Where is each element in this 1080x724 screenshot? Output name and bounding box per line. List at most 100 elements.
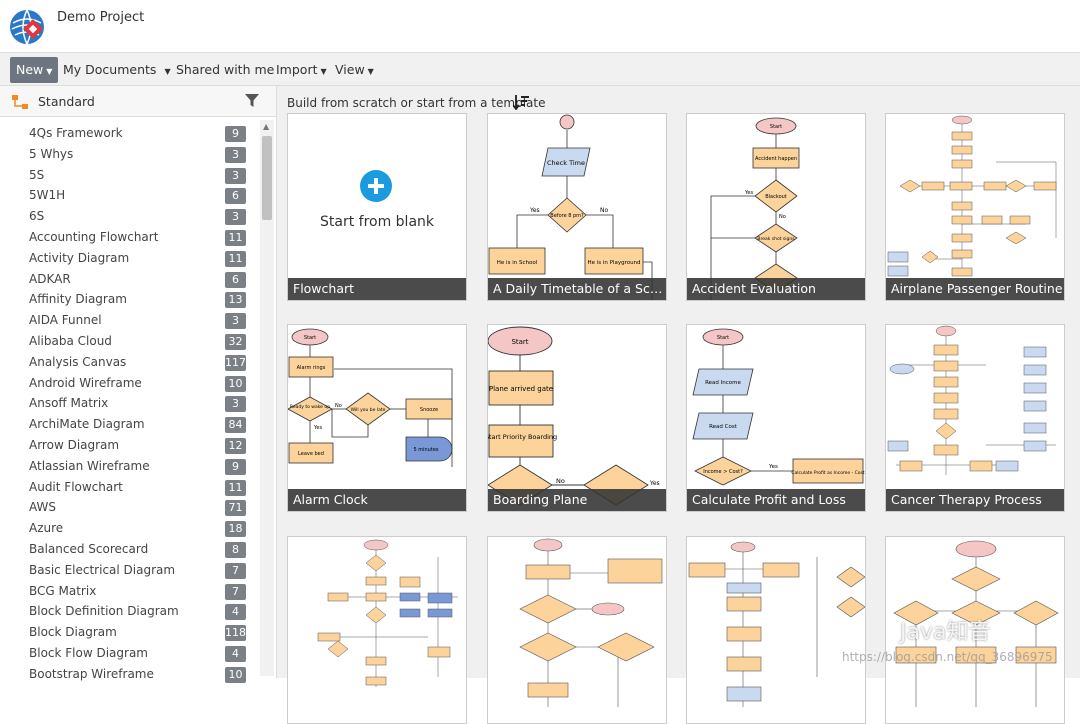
- card-caption: Calculate Profit and Loss: [687, 489, 865, 511]
- chevron-down-icon: ▼: [164, 67, 171, 76]
- import-menu[interactable]: Import▼: [276, 59, 327, 81]
- sidebar-category-item[interactable]: BCG Matrix 7: [0, 582, 258, 603]
- card-caption: Cancer Therapy Process: [886, 489, 1064, 511]
- thumb-text: Before 8 pm?: [550, 213, 584, 219]
- template-card[interactable]: [287, 536, 467, 724]
- flowchart-thumbnail: [519, 538, 663, 707]
- flowchart-thumbnail: Start Read Income Read Cost Income > Cos…: [692, 328, 865, 486]
- sort-icon[interactable]: [513, 94, 529, 110]
- category-count-badge: 9: [225, 126, 246, 142]
- flowchart-thumbnail: [893, 540, 1059, 707]
- sidebar-category-item[interactable]: Balanced Scorecard 8: [0, 540, 258, 561]
- category-count-badge: 7: [225, 583, 246, 600]
- category-count-badge: 13: [225, 292, 246, 309]
- sidebar-category-item[interactable]: Affinity Diagram 13: [0, 290, 258, 311]
- sidebar-scrollbar[interactable]: ▲: [260, 120, 274, 676]
- category-count-badge: 3: [225, 313, 246, 330]
- thumb-text: Start: [304, 335, 316, 341]
- thumb-text: No: [779, 214, 786, 220]
- category-count-badge: 71: [225, 500, 246, 517]
- thumb-text: Yes: [744, 190, 753, 196]
- scrollbar-thumb[interactable]: [262, 136, 272, 220]
- sidebar-category-item[interactable]: Block Diagram 118: [0, 623, 258, 644]
- category-label: Atlassian Wireframe: [29, 458, 150, 473]
- thumb-text: Income > Cost?: [703, 469, 743, 475]
- thumb-text: Start: [511, 338, 528, 346]
- category-count-badge: 118: [225, 625, 246, 642]
- shared-label: Shared with me: [176, 62, 275, 77]
- category-label: Alibaba Cloud: [29, 333, 112, 348]
- project-name[interactable]: Demo Project: [57, 10, 145, 25]
- category-label: Block Diagram: [29, 625, 117, 640]
- template-card-profit-loss[interactable]: Start Read Income Read Cost Income > Cos…: [686, 324, 866, 512]
- thumb-text: Yes: [529, 207, 540, 214]
- template-card-school-timetable[interactable]: Check Time Before 8 pm? Yes No He is in …: [487, 113, 667, 301]
- thumb-text: No: [335, 403, 342, 409]
- thumb-text: Snooze: [420, 407, 438, 413]
- view-menu[interactable]: View▼: [335, 59, 374, 81]
- thumb-text: Start: [770, 124, 782, 130]
- template-card-boarding-plane[interactable]: Start Plane arrived gate Start Priority …: [487, 324, 667, 512]
- card-caption: Airplane Passenger Routine: [886, 278, 1064, 300]
- sidebar-title: Standard: [38, 94, 95, 109]
- filter-icon[interactable]: [245, 94, 259, 108]
- template-card-alarm-clock[interactable]: Start Alarm rings Ready to wake up No Wi…: [287, 324, 467, 512]
- template-card-accident-evaluation[interactable]: Start Accident happen Blackout Yes No Br…: [686, 113, 866, 301]
- app-header: Demo Project: [0, 0, 1080, 52]
- category-label: BCG Matrix: [29, 583, 97, 598]
- card-caption: Accident Evaluation: [687, 278, 865, 300]
- shared-with-me-menu[interactable]: Shared with me: [176, 59, 274, 81]
- category-label: ADKAR: [29, 271, 71, 286]
- category-label: Affinity Diagram: [29, 292, 127, 307]
- category-label: Balanced Scorecard: [29, 541, 149, 556]
- category-label: Accounting Flowchart: [29, 229, 159, 244]
- category-count-badge: 8: [225, 541, 246, 558]
- watermark-url: https://blog.csdn.net/qq_36896975: [842, 650, 1053, 664]
- my-documents-menu[interactable]: My Documents▼: [63, 59, 171, 81]
- card-caption: A Daily Timetable of a School ...: [488, 278, 666, 300]
- flowchart-thumbnail: [887, 115, 1057, 277]
- category-count-badge: 11: [225, 479, 246, 496]
- thumb-text: Calculate Profit as Income - Cost: [791, 470, 864, 476]
- new-button[interactable]: New▼: [10, 57, 59, 83]
- template-card-cancer-therapy[interactable]: Cancer Therapy Process: [885, 324, 1065, 512]
- sidebar-header: Standard: [0, 86, 276, 117]
- plus-icon: [360, 170, 392, 202]
- category-count-badge: 10: [225, 375, 246, 392]
- template-card-airplane-passenger[interactable]: Airplane Passenger Routine: [885, 113, 1065, 301]
- template-card[interactable]: [487, 536, 667, 724]
- category-count-badge: 10: [225, 666, 246, 683]
- thumb-text: He is in Playground: [587, 260, 640, 266]
- template-card-flowchart[interactable]: Start from blank Flowchart: [287, 113, 467, 301]
- thumb-text: Will you be late: [351, 407, 386, 413]
- thumb-text: Read Cost: [709, 424, 738, 430]
- template-card[interactable]: [686, 536, 866, 724]
- scroll-up-icon[interactable]: ▲: [263, 122, 270, 131]
- app-logo-icon[interactable]: [9, 9, 45, 45]
- menubar: New▼ My Documents▼ Shared with me Import…: [0, 52, 1080, 86]
- thumb-text: Break shot signs: [757, 236, 795, 242]
